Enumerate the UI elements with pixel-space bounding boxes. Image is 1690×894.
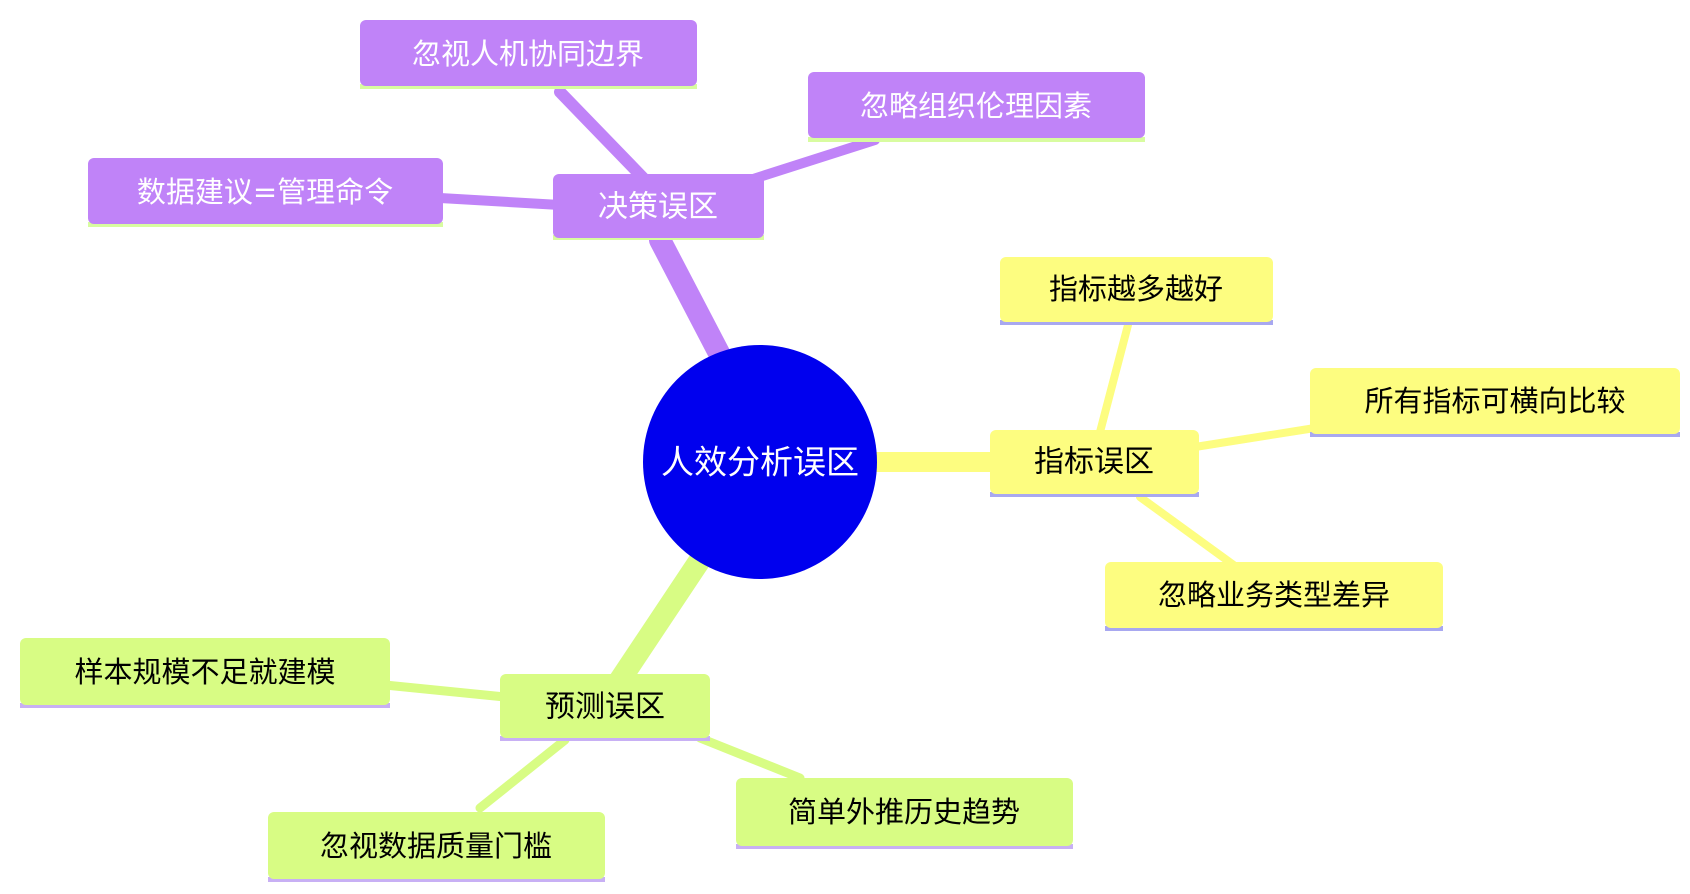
metric-child-node-1[interactable]: 指标越多越好: [1000, 257, 1273, 325]
child-box: [1310, 368, 1680, 434]
branch-node-metric[interactable]: 指标误区: [990, 430, 1199, 497]
edge-decision-child-2: [745, 135, 880, 185]
child-label: 忽视数据质量门槛: [320, 829, 552, 863]
child-box: [808, 72, 1145, 138]
branch-box: [553, 174, 764, 238]
child-box: [1105, 562, 1443, 628]
edge-decision-child-1: [554, 86, 656, 191]
forecast-child-node-3[interactable]: 忽视数据质量门槛: [268, 812, 605, 882]
branch-label: 指标误区: [1034, 445, 1154, 480]
branch-label: 决策误区: [598, 190, 718, 225]
edge-metric-child-2: [1191, 424, 1319, 451]
edge-decision-child-3: [435, 193, 565, 210]
root-circle: [643, 345, 877, 579]
root-label: 人效分析误区: [661, 443, 859, 482]
forecast-child-node-1[interactable]: 样本规模不足就建模: [20, 638, 390, 708]
child-underline: [20, 703, 390, 708]
branch-node-forecast[interactable]: 预测误区: [500, 674, 710, 741]
forecast-child-node-2[interactable]: 简单外推历史趋势: [736, 778, 1073, 849]
child-label: 数据建议=管理命令: [137, 175, 393, 209]
metric-child-node-2[interactable]: 所有指标可横向比较: [1310, 368, 1680, 437]
child-label: 忽视人机协同边界: [412, 37, 644, 71]
child-label: 简单外推历史趋势: [788, 795, 1020, 829]
edge-forecast-child-3: [475, 735, 570, 813]
child-edges: [380, 86, 1319, 813]
child-label: 忽略业务类型差异: [1158, 578, 1390, 612]
child-underline: [808, 137, 1145, 142]
child-underline: [88, 222, 443, 227]
child-label: 所有指标可横向比较: [1364, 384, 1625, 418]
child-label: 指标越多越好: [1049, 272, 1223, 306]
edge-forecast-child-1: [380, 680, 510, 702]
decision-child-node-1[interactable]: 忽视人机协同边界: [360, 20, 697, 89]
child-box: [268, 812, 605, 879]
edge-root-forecast: [609, 549, 711, 691]
branch-node-decision[interactable]: 决策误区: [553, 174, 764, 240]
child-underline: [360, 84, 697, 89]
edge-metric-child-3: [1136, 493, 1239, 570]
edge-root-decision: [649, 229, 731, 366]
child-label: 忽略组织伦理因素: [860, 89, 1092, 123]
root-node[interactable]: 人效分析误区: [643, 345, 877, 579]
child-label: 样本规模不足就建模: [74, 655, 335, 689]
child-box: [360, 20, 697, 86]
child-box: [1000, 257, 1273, 322]
edge-forecast-child-2: [695, 733, 805, 783]
metric-child-node-3[interactable]: 忽略业务类型差异: [1105, 562, 1443, 631]
child-box: [736, 778, 1073, 846]
branch-underline: [990, 492, 1199, 497]
child-underline: [1000, 320, 1273, 325]
root-edges: [609, 229, 1005, 691]
edge-metric-child-1: [1096, 321, 1132, 436]
branch-underline: [500, 736, 710, 741]
child-box: [20, 638, 390, 705]
child-box: [88, 158, 443, 224]
child-underline: [1105, 626, 1443, 631]
child-underline: [736, 844, 1073, 849]
branch-box: [500, 674, 710, 738]
branch-label: 预测误区: [545, 690, 665, 725]
child-underline: [1310, 432, 1680, 437]
branch-box: [990, 430, 1199, 494]
decision-child-node-3[interactable]: 数据建议=管理命令: [88, 158, 443, 227]
child-underline: [268, 877, 605, 882]
decision-child-node-2[interactable]: 忽略组织伦理因素: [808, 72, 1145, 142]
